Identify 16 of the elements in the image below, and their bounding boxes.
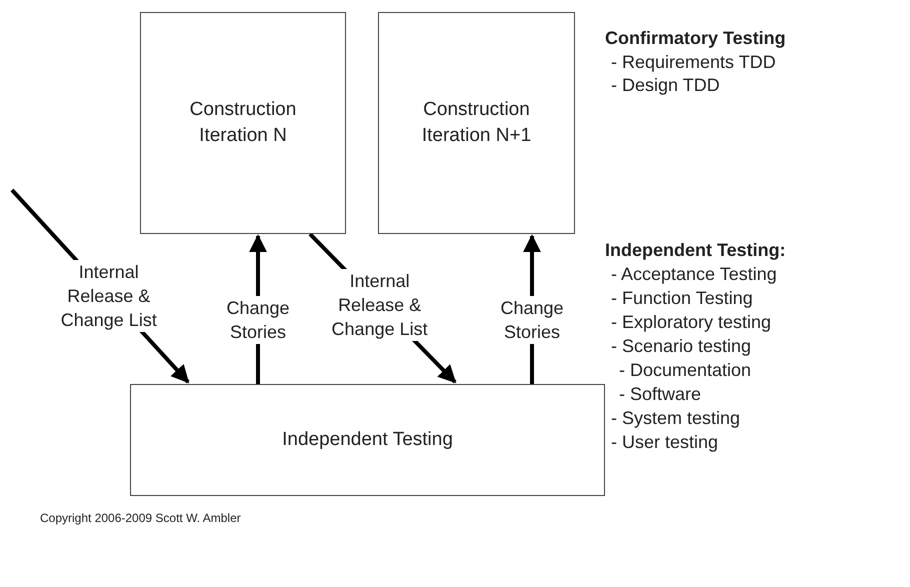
process-box: Construction Iteration N bbox=[140, 12, 346, 234]
list-heading: Independent Testing: bbox=[605, 239, 786, 262]
copyright-note: Copyright 2006-2009 Scott W. Ambler bbox=[40, 510, 241, 527]
list-item: - System testing bbox=[611, 407, 740, 430]
list-item: - Documentation bbox=[619, 359, 752, 382]
list-item: - Software bbox=[619, 383, 702, 406]
process-box: Construction Iteration N+1 bbox=[378, 12, 575, 234]
list-item: - Design TDD bbox=[611, 74, 720, 97]
list-item: - User testing bbox=[611, 431, 718, 454]
list-item: - Acceptance Testing bbox=[611, 263, 777, 286]
list-item: - Requirements TDD bbox=[611, 51, 776, 74]
list-item: - Function Testing bbox=[611, 287, 753, 310]
process-box: Independent Testing bbox=[130, 384, 605, 496]
list-item: - Exploratory testing bbox=[611, 311, 772, 334]
list-item: - Scenario testing bbox=[611, 335, 752, 358]
list-heading: Confirmatory Testing bbox=[605, 27, 786, 50]
